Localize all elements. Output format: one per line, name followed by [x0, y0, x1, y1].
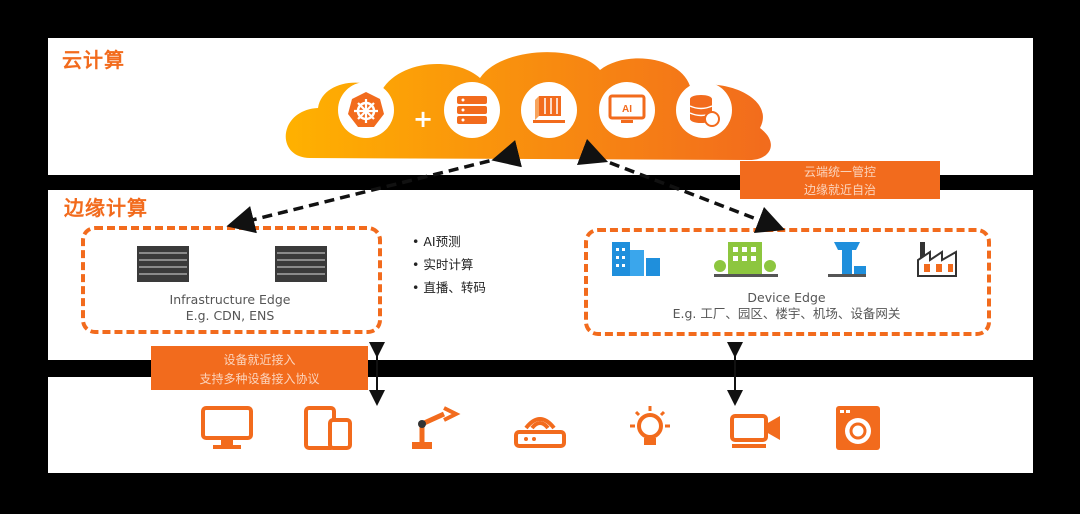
ai-monitor-icon: AI — [599, 82, 655, 138]
router-icon — [514, 417, 566, 448]
cloud-to-infrastructure-arrow — [226, 140, 522, 234]
monitor-icon — [201, 406, 253, 449]
feature-list: • AI预测 • 实时计算 • 直播、转码 — [412, 230, 486, 299]
plus-sign: + — [413, 105, 434, 133]
edge-section-title: 边缘计算 — [64, 196, 148, 220]
device-access-label: 设备就近接入 支持多种设备接入协议 — [151, 346, 368, 390]
washing-machine-icon — [836, 406, 880, 450]
database-cloud-icon — [676, 82, 732, 138]
office-building-icon — [612, 242, 660, 276]
park-building-icon — [714, 242, 778, 277]
infrastructure-edge-name: Infrastructure Edge — [169, 292, 291, 307]
server-rack-icon — [275, 246, 327, 282]
cloud-to-device-edge-arrow — [576, 138, 786, 234]
server-rack-icon — [137, 246, 189, 282]
infrastructure-edge-text: Infrastructure Edge E.g. CDN, ENS — [150, 292, 310, 324]
device-edge-box — [584, 228, 991, 336]
device-edge-examples: E.g. 工厂、园区、楼宇、机场、设备网关 — [672, 306, 901, 321]
robot-arm-icon — [412, 406, 461, 449]
cloud-edge-label-line1: 云端统一管控 — [803, 165, 876, 179]
airport-tower-icon — [828, 242, 866, 277]
tablet-phone-icon — [304, 406, 352, 450]
video-camera-icon — [730, 414, 780, 448]
feature-item: • 直播、转码 — [412, 280, 486, 295]
kubernetes-helm-icon — [338, 82, 394, 138]
ai-label: AI — [622, 104, 632, 115]
lightbulb-icon — [630, 406, 670, 445]
device-access-label-line1: 设备就近接入 — [223, 353, 296, 367]
cloud-edge-label-line2: 边缘就近自治 — [803, 183, 876, 197]
server-stack-icon — [444, 82, 500, 138]
infrastructure-edge-examples: E.g. CDN, ENS — [185, 308, 275, 323]
factory-icon — [917, 242, 957, 277]
device-edge-name: Device Edge — [747, 290, 826, 305]
device-access-label-line2: 支持多种设备接入协议 — [199, 372, 320, 386]
device-edge-text: Device Edge E.g. 工厂、园区、楼宇、机场、设备网关 — [604, 290, 969, 322]
container-box-icon — [521, 82, 577, 138]
feature-item: • 实时计算 — [412, 257, 474, 272]
feature-item: • AI预测 — [412, 234, 461, 249]
cloud-section-title: 云计算 — [62, 48, 125, 72]
